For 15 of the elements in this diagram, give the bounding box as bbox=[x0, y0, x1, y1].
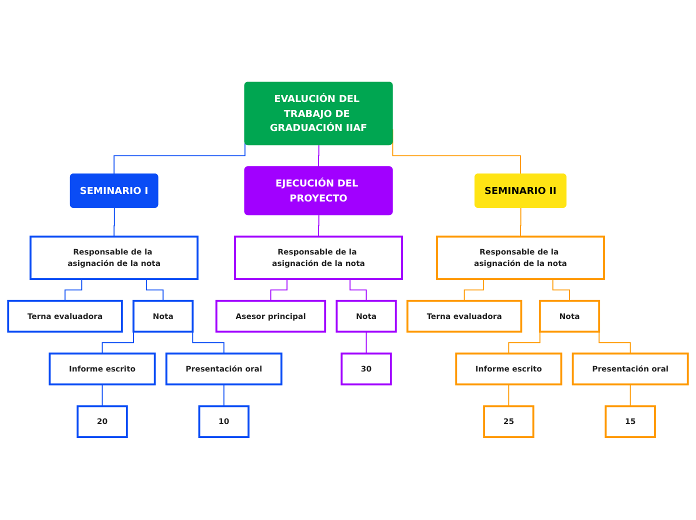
connector bbox=[630, 384, 631, 408]
connector bbox=[64, 278, 82, 302]
connector bbox=[318, 145, 320, 168]
connector bbox=[270, 278, 288, 302]
connector bbox=[102, 384, 103, 408]
connector bbox=[508, 384, 510, 408]
connector bbox=[552, 278, 570, 302]
connector bbox=[350, 278, 367, 302]
connector bbox=[223, 384, 224, 408]
connector bbox=[114, 208, 115, 238]
connector bbox=[366, 332, 367, 354]
connector bbox=[146, 278, 164, 302]
connector bbox=[318, 215, 320, 238]
connector bbox=[464, 278, 484, 302]
connector bbox=[520, 208, 522, 238]
